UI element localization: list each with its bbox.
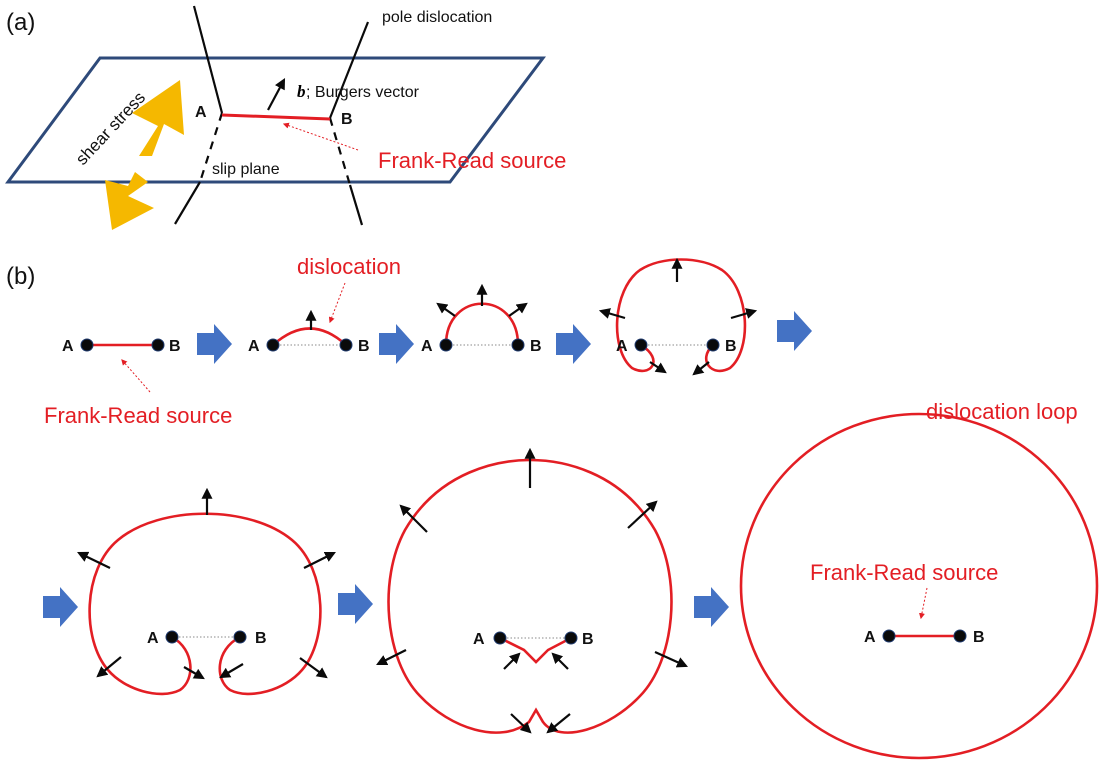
stage-arrow-1: [197, 324, 232, 364]
frank-read-label-c: Frank-Read source: [810, 560, 998, 585]
stage-7-label-b: B: [973, 629, 985, 646]
stage-3-bow: [444, 302, 520, 346]
stage-5-label-b: B: [255, 630, 267, 647]
stage-6-label-b: B: [582, 631, 594, 648]
pole-dislocation-a-bottom: [174, 181, 201, 225]
slip-plane-shape: [5, 56, 546, 184]
stage-1-label-a: A: [62, 338, 74, 355]
stage-2-label-a: A: [248, 338, 260, 355]
burgers-vector-label: ; Burgers vector: [306, 84, 420, 101]
frank-read-label-b: Frank-Read source: [44, 403, 232, 428]
stage-2-label-b: B: [358, 338, 370, 355]
stage-arrow-2: [379, 324, 414, 364]
burgers-vector-arrow: [267, 78, 286, 111]
dislocation-pointer: [328, 282, 346, 324]
frank-read-segment-a: [221, 113, 331, 121]
stage-3-label-a: A: [421, 338, 433, 355]
frank-read-label-a: Frank-Read source: [378, 148, 566, 173]
stage-arrow-7: [694, 587, 729, 627]
stage-4: A B: [598, 257, 758, 376]
frank-read-pointer-c: [918, 587, 928, 620]
point-a-label-a: A: [195, 104, 207, 121]
stage-5-bow: [88, 512, 322, 696]
stage-4-label-b: B: [725, 338, 737, 355]
stage-3: A B: [421, 283, 542, 355]
stage-2-bow: [272, 327, 347, 346]
pole-dislocation-a-hidden: [198, 112, 224, 183]
panel-b: (b) A B Frank-Read source A B dislocatio…: [6, 254, 1099, 760]
stage-7-label-a: A: [864, 629, 876, 646]
pole-dislocation-a-top: [192, 5, 224, 114]
stage-1-pin-b: [151, 338, 165, 352]
shear-stress-arrow-down: [105, 172, 154, 230]
dislocation-loop-label: dislocation loop: [926, 399, 1078, 424]
dislocation-label: dislocation: [297, 254, 401, 279]
frank-read-pointer-b: [121, 359, 151, 393]
stage-4-label-a: A: [616, 338, 628, 355]
stage-6-outer: [387, 458, 673, 734]
slip-plane-label: slip plane: [212, 161, 280, 178]
pole-dislocation-b-hidden: [328, 117, 352, 186]
shear-stress-arrow-up: [132, 80, 184, 156]
burgers-symbol: b: [297, 82, 306, 101]
stage-5-label-a: A: [147, 630, 159, 647]
stage-1: A B Frank-Read source: [44, 338, 232, 428]
stage-6-label-a: A: [473, 631, 485, 648]
stage-6: A B: [376, 447, 689, 734]
dislocation-loop: [739, 412, 1099, 760]
stage-1-pin-a: [80, 338, 94, 352]
panel-a: (a) pole dislocation b ; Burgers vector …: [5, 5, 566, 230]
pole-dislocation-b-bottom: [348, 184, 364, 226]
stage-6-inner: [499, 636, 572, 664]
stage-1-label-b: B: [169, 338, 181, 355]
stage-arrow-6: [338, 584, 373, 624]
stage-2: A B dislocation: [248, 254, 401, 355]
stage-arrow-3: [556, 324, 591, 364]
stage-arrow-5: [43, 587, 78, 627]
stage-3-label-b: B: [530, 338, 542, 355]
stage-arrow-4: [777, 311, 812, 351]
panel-a-label: (a): [6, 9, 35, 36]
frank-read-pointer-a: [282, 122, 359, 151]
stage-5: A B: [77, 487, 336, 696]
pole-dislocation-b-top: [328, 21, 370, 119]
stage-7: A B Frank-Read source dislocation loop: [739, 399, 1099, 760]
pole-dislocation-label: pole dislocation: [382, 9, 492, 26]
point-b-label-a: B: [341, 111, 353, 128]
panel-b-label: (b): [6, 263, 35, 290]
